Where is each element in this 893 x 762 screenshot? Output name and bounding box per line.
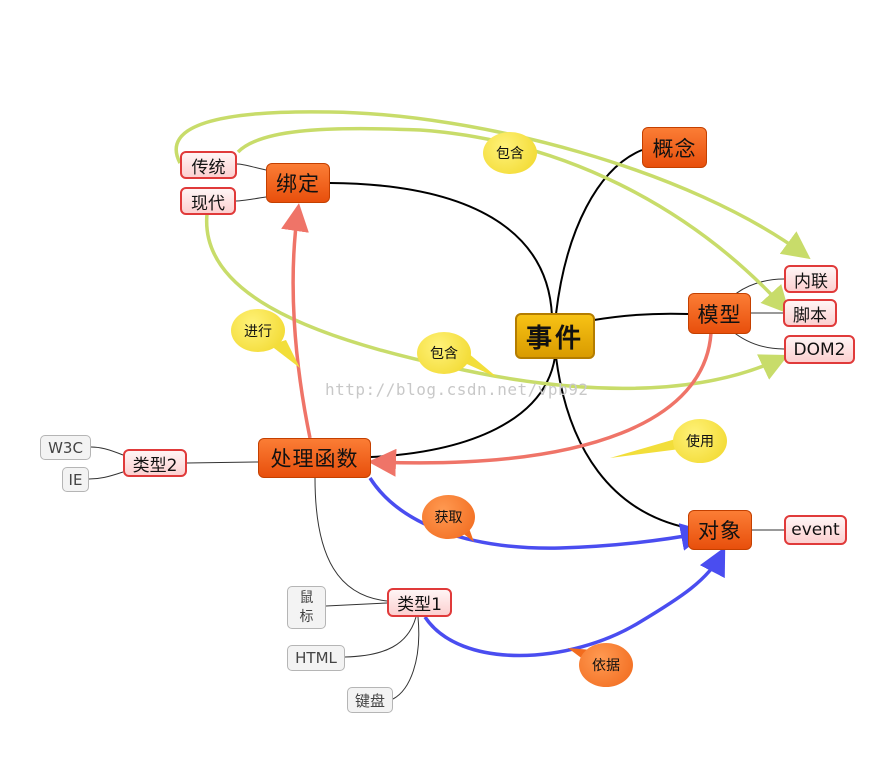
- link-type1-mouse: [325, 602, 388, 607]
- callout-use: 使用: [673, 419, 727, 463]
- sub-node-type1[interactable]: 类型1: [387, 588, 452, 617]
- leaf-node-keyboard[interactable]: 键盘: [347, 687, 393, 713]
- sub-node-traditional[interactable]: 传统: [180, 151, 237, 179]
- leaf-node-w3c[interactable]: W3C: [40, 435, 91, 460]
- leaf-node-html[interactable]: HTML: [287, 645, 345, 671]
- callout-proceed: 进行: [231, 309, 285, 352]
- branch-center-concept: [555, 149, 643, 315]
- callout-tail-use: [610, 436, 688, 458]
- arrow-model-handler: [368, 332, 713, 477]
- main-node-binding[interactable]: 绑定: [266, 163, 330, 203]
- arrow-traditional-script: [236, 126, 790, 315]
- sub-node-modern[interactable]: 现代: [180, 187, 236, 215]
- arrow-traditional-inline: [174, 110, 811, 260]
- callout-tail-proceed: [270, 340, 300, 368]
- main-node-concept[interactable]: 概念: [642, 127, 707, 168]
- callout-contains-mid: 包含: [417, 332, 471, 374]
- main-node-model[interactable]: 模型: [688, 293, 751, 334]
- arrow-handler-binding: [281, 203, 312, 439]
- leaf-node-mouse-line2: 标: [299, 608, 314, 625]
- sub-node-event[interactable]: event: [784, 515, 847, 545]
- callout-contains-top: 包含: [483, 132, 537, 174]
- arrow-type1-object: [423, 546, 726, 658]
- watermark-text: http://blog.csdn.net/vpb92: [325, 380, 589, 399]
- link-type1-keyboard: [392, 616, 420, 700]
- sub-node-inline[interactable]: 内联: [784, 265, 838, 293]
- leaf-node-ie[interactable]: IE: [62, 467, 89, 492]
- main-node-object[interactable]: 对象: [688, 510, 752, 550]
- sub-node-type2[interactable]: 类型2: [123, 449, 187, 477]
- link-type2-ie: [88, 471, 124, 480]
- link-binding-traditional: [236, 163, 267, 171]
- leaf-node-mouse-line1: 鼠: [299, 589, 314, 606]
- sub-node-script[interactable]: 脚本: [783, 299, 837, 327]
- callout-depend: 依据: [579, 643, 633, 687]
- link-binding-modern: [235, 196, 267, 202]
- center-node-event[interactable]: 事件: [515, 313, 595, 359]
- branch-center-binding: [329, 182, 553, 317]
- link-type1-html: [344, 616, 417, 658]
- leaf-node-mouse[interactable]: 鼠 标: [287, 586, 326, 629]
- branch-center-model: [593, 312, 689, 321]
- link-handler-type2: [186, 461, 259, 464]
- branch-center-handler: [370, 356, 556, 458]
- main-node-handler[interactable]: 处理函数: [258, 438, 371, 478]
- link-type2-w3c: [90, 446, 124, 456]
- arrow-handler-object: [368, 477, 709, 551]
- sub-node-dom2[interactable]: DOM2: [784, 335, 855, 364]
- link-model-dom2: [731, 330, 785, 350]
- callout-get: 获取: [422, 495, 475, 539]
- link-handler-type1: [314, 477, 388, 602]
- branch-center-object: [555, 356, 689, 529]
